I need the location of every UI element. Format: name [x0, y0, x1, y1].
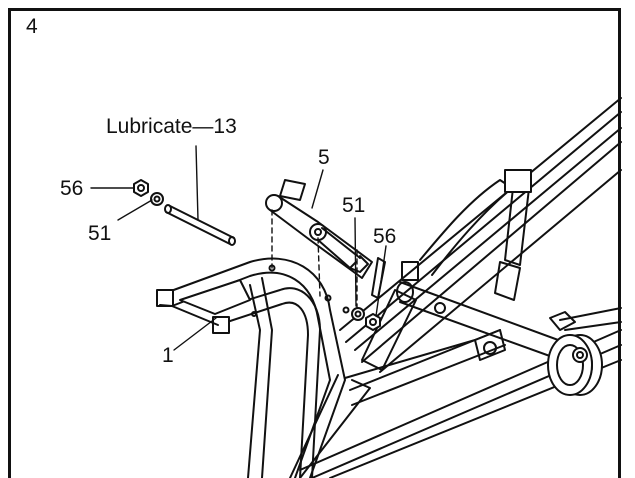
upright-post: [289, 169, 532, 478]
right-fasteners: [351, 307, 381, 331]
frame-rail-tubes: [339, 97, 622, 373]
part-13-axle-rod: [164, 204, 236, 246]
callout-part-5: 5: [318, 146, 330, 169]
wheel-axle-arm: [396, 281, 581, 365]
callout-part-51-left: 51: [88, 222, 111, 245]
wheel-assembly: [547, 307, 622, 396]
callout-part-56-left: 56: [60, 177, 83, 200]
lower-bracket: [344, 329, 506, 379]
step-frame: [8, 8, 621, 478]
left-fasteners: [133, 179, 164, 206]
part-5-pivot-arm: [265, 179, 386, 299]
alignment-guides: [271, 209, 358, 309]
callout-part-51-right: 51: [342, 194, 365, 217]
callout-part-1: 1: [162, 344, 174, 367]
callout-leaders: [90, 145, 387, 351]
callout-part-56-right: 56: [373, 225, 396, 248]
step-number: 4: [26, 15, 38, 38]
part-1-front-frame: [156, 257, 350, 478]
callout-lubricate: Lubricate—13: [106, 115, 237, 138]
